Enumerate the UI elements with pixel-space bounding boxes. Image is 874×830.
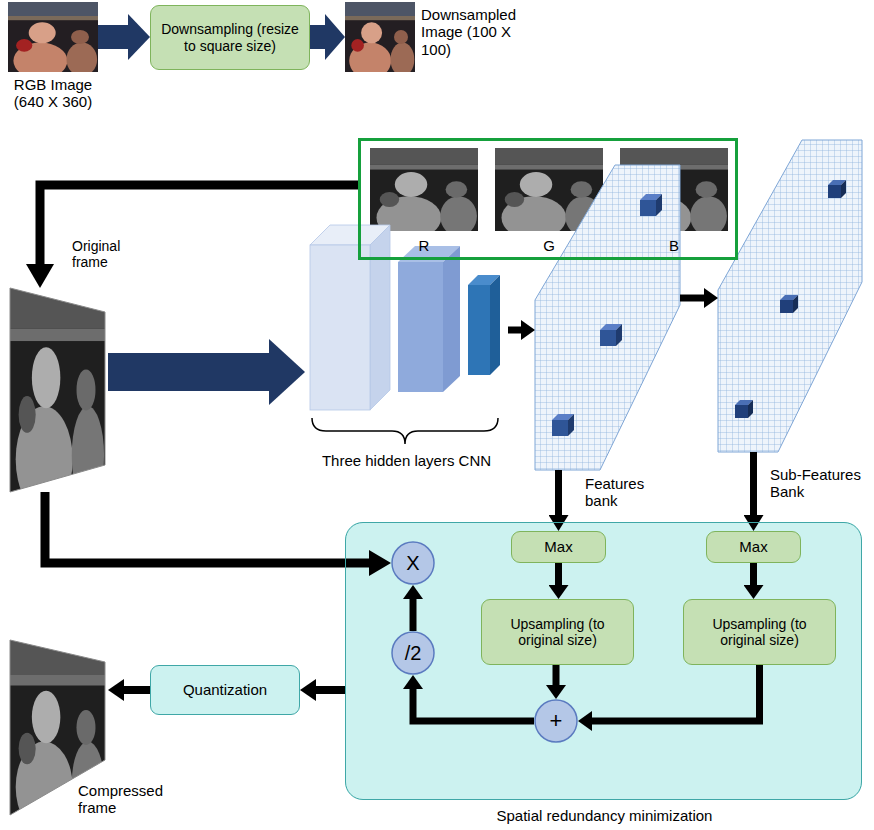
frame-outline [10, 288, 105, 492]
operator-circle: X [391, 541, 435, 585]
channel-group: RGB [358, 138, 738, 260]
node-label: + [550, 708, 563, 733]
flow-arrow [592, 665, 760, 721]
caption-label: Spatial redundancy minimization [346, 807, 863, 824]
flow-arrow [555, 563, 562, 585]
cnn-figure: Three hidden layers CNN [305, 212, 508, 474]
flow-arrow [750, 563, 757, 585]
original-frame-photo [10, 288, 105, 512]
caption-label: R [370, 237, 478, 254]
caption-label: Sub-Features Bank [770, 466, 864, 501]
caption-label: G [495, 237, 603, 254]
caption-label: Three hidden layers CNN [295, 452, 518, 469]
flow-arrow [124, 686, 150, 694]
flow-arrow [750, 452, 757, 515]
node-label: Upsampling (to original size) [500, 616, 615, 648]
circle-outline [392, 542, 434, 584]
caption-label: Features bank [585, 475, 665, 510]
panel-fill [345, 522, 862, 800]
feature-bank: Features bank [535, 165, 680, 470]
operator-circle: /2 [391, 631, 435, 675]
node-label: Downsampling (resize to square size) [160, 21, 300, 53]
circle-outline [392, 632, 434, 674]
operator-circle: + [534, 699, 578, 743]
flow-arrow [508, 327, 521, 334]
process-panel: Spatial redundancy minimizationXMaxMax/2… [345, 522, 862, 800]
layer-bracket [312, 418, 498, 444]
photo-node: RGB Image (640 X 360) [8, 2, 98, 72]
node-label: Quantization [183, 681, 267, 698]
flow-arrow [45, 492, 369, 563]
flow-arrow [555, 470, 562, 515]
frame-image: Compressed frame [8, 640, 108, 815]
rgb-photo [8, 2, 98, 79]
flow-arrow [108, 353, 269, 391]
process-box: Quantization [150, 665, 300, 715]
caption-label: B [620, 237, 728, 254]
node-label: X [406, 552, 419, 575]
flow-arrow [98, 25, 128, 49]
caption-label: Downsampled Image (100 X 100) [421, 6, 519, 58]
circle-outline [535, 700, 577, 742]
caption-label: RGB Image (640 X 360) [2, 76, 104, 111]
flow-arrow [680, 295, 704, 302]
node-label: Upsampling (to original size) [702, 616, 817, 648]
sub-feature-bank-figure [718, 140, 862, 452]
process-box: Max [511, 531, 606, 563]
process-box: Downsampling (resize to square size) [150, 5, 310, 70]
flow-arrow [413, 689, 534, 721]
photo-node: Downsampled Image (100 X 100) [345, 2, 415, 72]
process-box: Upsampling (to original size) [481, 599, 634, 665]
process-box: Upsampling (to original size) [683, 599, 836, 665]
flow-arrow [553, 665, 560, 685]
node-label: Max [544, 538, 572, 555]
node-label: /2 [405, 642, 422, 665]
cnn-layers [310, 225, 500, 410]
flow-arrow [316, 686, 345, 694]
node-label: Max [739, 538, 767, 555]
process-box: Max [706, 531, 801, 563]
flow-arrow [410, 599, 417, 631]
frame-image: Original frame [8, 288, 108, 492]
feature-bank: Sub-Features Bank [718, 140, 862, 452]
downsampled-photo [345, 2, 415, 79]
feature-bank-figure [535, 165, 680, 470]
caption-label: Compressed frame [78, 782, 168, 817]
flow-arrow [310, 25, 325, 49]
caption-label: Original frame [72, 238, 130, 270]
